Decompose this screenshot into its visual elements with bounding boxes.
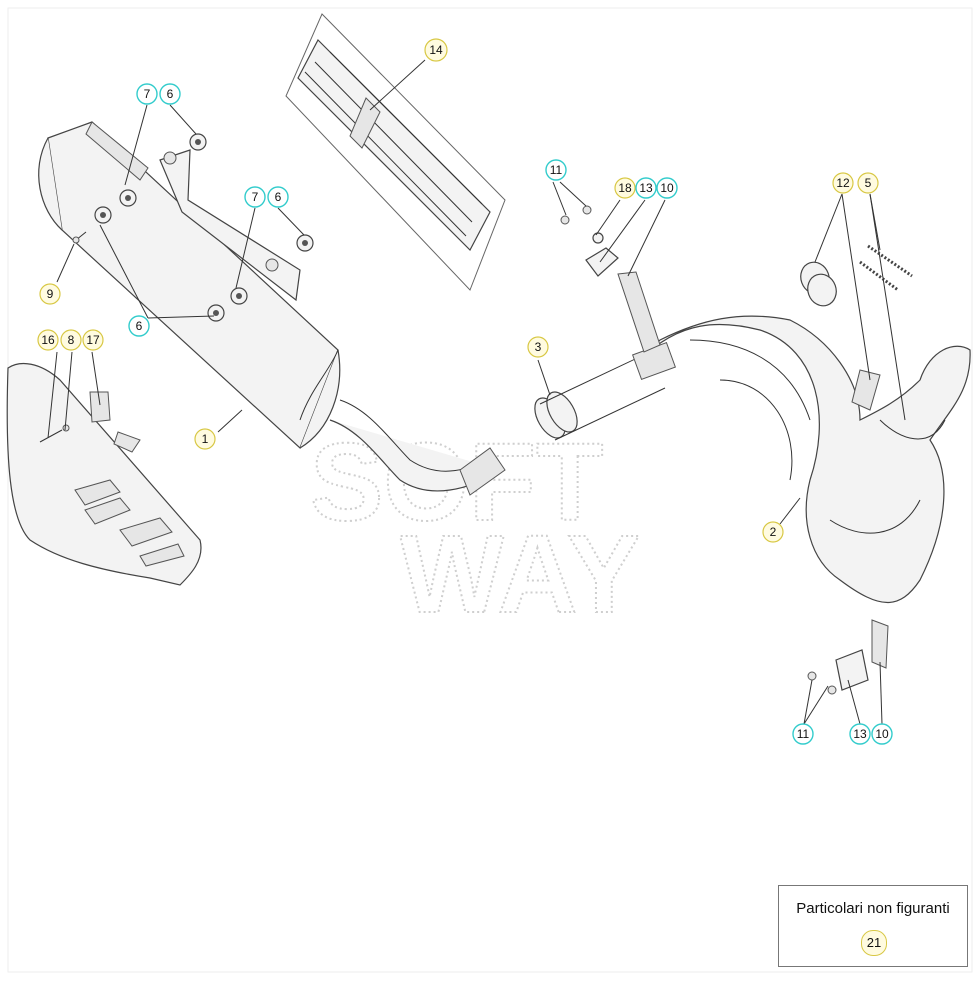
callout-6b: 6 (267, 186, 289, 208)
svg-text:11: 11 (550, 163, 563, 177)
callout-17: 17 (82, 329, 104, 351)
callout-13a: 13 (635, 177, 657, 199)
callout-14: 14 (424, 38, 448, 62)
svg-text:8: 8 (68, 333, 75, 347)
svg-text:11: 11 (797, 727, 810, 741)
part-9-screw (72, 231, 87, 244)
svg-text:2: 2 (770, 525, 777, 539)
svg-text:17: 17 (86, 333, 100, 347)
callout-6c: 6 (128, 315, 150, 337)
heat-shield (6, 362, 202, 586)
part-1-muffler (38, 121, 506, 496)
callout-2: 2 (762, 521, 784, 543)
callout-3: 3 (527, 336, 549, 358)
svg-text:7: 7 (252, 190, 259, 204)
callouts: 14 7 6 7 6 6 9 16 8 17 1 3 11 18 13 10 1… (37, 38, 893, 745)
svg-text:6: 6 (136, 319, 143, 333)
washers-6-7 (94, 133, 314, 322)
callout-10b: 10 (871, 723, 893, 745)
callout-8: 8 (60, 329, 82, 351)
svg-text:16: 16 (41, 333, 55, 347)
part-12-orings (800, 261, 837, 307)
svg-text:13: 13 (639, 181, 653, 195)
hanger-bottom (807, 649, 869, 695)
svg-text:18: 18 (618, 181, 632, 195)
callout-11b: 11 (792, 723, 814, 745)
callout-1: 1 (194, 428, 216, 450)
callout-16: 16 (37, 329, 59, 351)
part-14-packing (285, 13, 506, 291)
callout-6a: 6 (159, 83, 181, 105)
svg-text:3: 3 (535, 340, 542, 354)
svg-text:10: 10 (660, 181, 674, 195)
part-5-springs (859, 244, 913, 292)
callout-13b: 13 (849, 723, 871, 745)
callout-18: 18 (614, 177, 636, 199)
hanger-top (560, 205, 661, 353)
svg-text:12: 12 (836, 176, 850, 190)
diagram-frame (7, 7, 973, 973)
callout-9: 9 (39, 283, 61, 305)
svg-text:1: 1 (202, 432, 209, 446)
svg-text:9: 9 (47, 287, 54, 301)
callout-5: 5 (857, 172, 879, 194)
callout-7a: 7 (136, 83, 158, 105)
svg-text:14: 14 (429, 43, 443, 57)
watermark: SOFT WAY (309, 420, 641, 637)
svg-text:7: 7 (144, 87, 151, 101)
svg-text:5: 5 (865, 176, 872, 190)
callout-7b: 7 (244, 186, 266, 208)
callout-11a: 11 (545, 159, 567, 181)
part-3-coupler (534, 351, 666, 441)
svg-text:10: 10 (875, 727, 889, 741)
watermark-line2: WAY (400, 513, 640, 636)
not-shown-parts-legend: Particolari non figuranti 21 (778, 885, 968, 967)
svg-text:13: 13 (853, 727, 867, 741)
callout-12: 12 (832, 172, 854, 194)
svg-text:6: 6 (275, 190, 282, 204)
leader-lines (47, 59, 906, 725)
callout-10a: 10 (656, 177, 678, 199)
legend-part-number: 21 (861, 930, 887, 956)
legend-title: Particolari non figuranti (796, 900, 950, 917)
svg-text:6: 6 (167, 87, 174, 101)
part-2-expansion-chamber (631, 315, 971, 669)
